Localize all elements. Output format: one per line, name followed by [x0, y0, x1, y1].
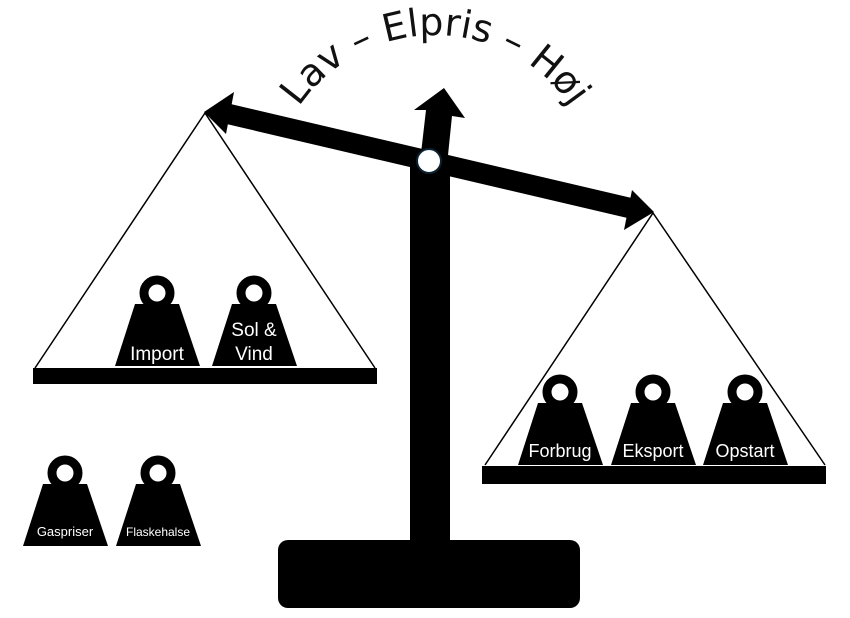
- weight-gaspriser: Gaspriser: [23, 460, 108, 546]
- weight-sol-vind: Sol & Vind: [212, 280, 297, 366]
- left-arrowhead-icon: [204, 92, 234, 134]
- svg-text:Flaskehalse: Flaskehalse: [126, 525, 190, 539]
- weight-opstart: Opstart: [703, 379, 788, 465]
- svg-text:Import: Import: [130, 344, 185, 365]
- scale-post: [410, 160, 450, 550]
- scale-base: [278, 540, 580, 608]
- weight-forbrug: Forbrug: [518, 379, 603, 465]
- up-arrow-icon: [414, 88, 465, 165]
- left-pan: [33, 111, 377, 384]
- right-arrowhead-icon: [624, 190, 654, 230]
- pivot-icon: [416, 148, 442, 174]
- svg-text:Eksport: Eksport: [622, 441, 683, 461]
- svg-text:Sol &: Sol &: [231, 320, 277, 341]
- right-pan: [482, 211, 826, 484]
- svg-text:Gaspriser: Gaspriser: [37, 524, 94, 539]
- weight-flaskehalse: Flaskehalse: [116, 460, 201, 546]
- weight-import: Import: [115, 280, 200, 366]
- svg-text:Opstart: Opstart: [715, 441, 774, 461]
- svg-text:Vind: Vind: [235, 344, 273, 365]
- weight-eksport: Eksport: [611, 379, 696, 465]
- svg-text:Forbrug: Forbrug: [528, 441, 591, 461]
